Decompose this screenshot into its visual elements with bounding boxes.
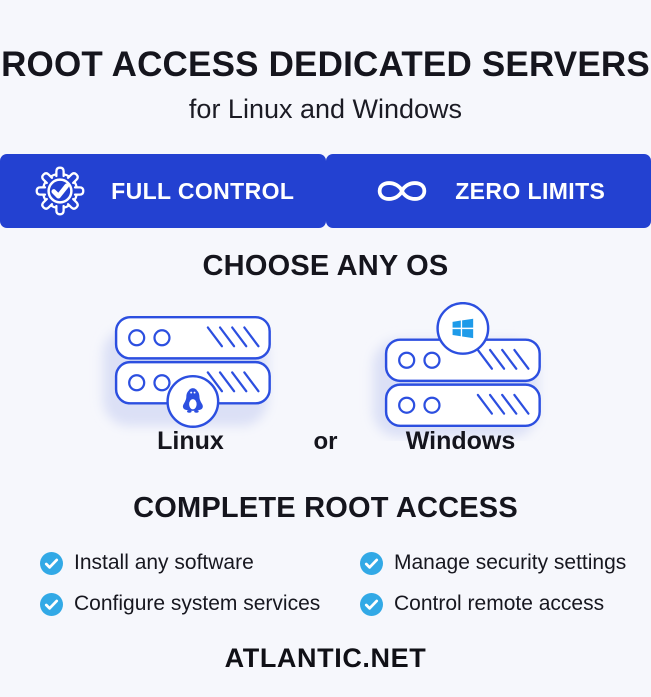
highlight-banner: FULL CONTROL ZERO LIMITS — [0, 154, 651, 228]
os-illustrations-row — [0, 302, 651, 441]
check-circle-icon — [360, 551, 383, 575]
os-label-linux: Linux — [157, 427, 224, 455]
banner-full-control: FULL CONTROL — [0, 154, 326, 228]
check-circle-icon — [40, 551, 63, 575]
windows-logo-icon — [452, 318, 473, 339]
feature-configure-services: Configure system services — [40, 591, 360, 617]
page-title: ROOT ACCESS DEDICATED SERVERS — [1, 45, 650, 84]
windows-badge — [435, 302, 489, 355]
windows-server-illustration — [372, 302, 541, 438]
os-separator-or: or — [313, 427, 338, 455]
feature-control-remote: Control remote access — [360, 591, 626, 617]
banner-zero-limits: ZERO LIMITS — [325, 154, 651, 228]
feature-text: Control remote access — [394, 592, 605, 615]
server-slash-marks — [476, 348, 530, 415]
os-label-windows: Windows — [405, 427, 516, 455]
feature-text: Configure system services — [74, 592, 321, 615]
banner-label-full-control: FULL CONTROL — [111, 177, 295, 204]
tux-penguin-icon — [182, 388, 203, 413]
linux-server-illustration — [102, 315, 271, 428]
page-subtitle: for Linux and Windows — [188, 94, 463, 124]
gear-check-icon — [35, 166, 85, 216]
check-circle-icon — [360, 592, 383, 616]
server-slash-marks — [206, 326, 260, 393]
footer: ATLANTIC.NET — [0, 643, 651, 674]
atlantic-net-logo: ATLANTIC.NET — [224, 643, 427, 673]
check-circle-icon — [40, 592, 63, 616]
infinity-icon — [377, 181, 427, 201]
feature-install-software: Install any software — [40, 550, 360, 576]
banner-label-zero-limits: ZERO LIMITS — [455, 177, 606, 204]
feature-text: Install any software — [74, 551, 254, 574]
features-checklist: Install any software Configure system se… — [0, 550, 651, 617]
os-labels-row: Linux or Windows — [0, 427, 651, 456]
feature-manage-security: Manage security settings — [360, 550, 626, 576]
root-access-heading: COMPLETE ROOT ACCESS — [133, 492, 518, 524]
feature-text: Manage security settings — [394, 551, 627, 574]
choose-os-heading: CHOOSE ANY OS — [202, 250, 449, 282]
